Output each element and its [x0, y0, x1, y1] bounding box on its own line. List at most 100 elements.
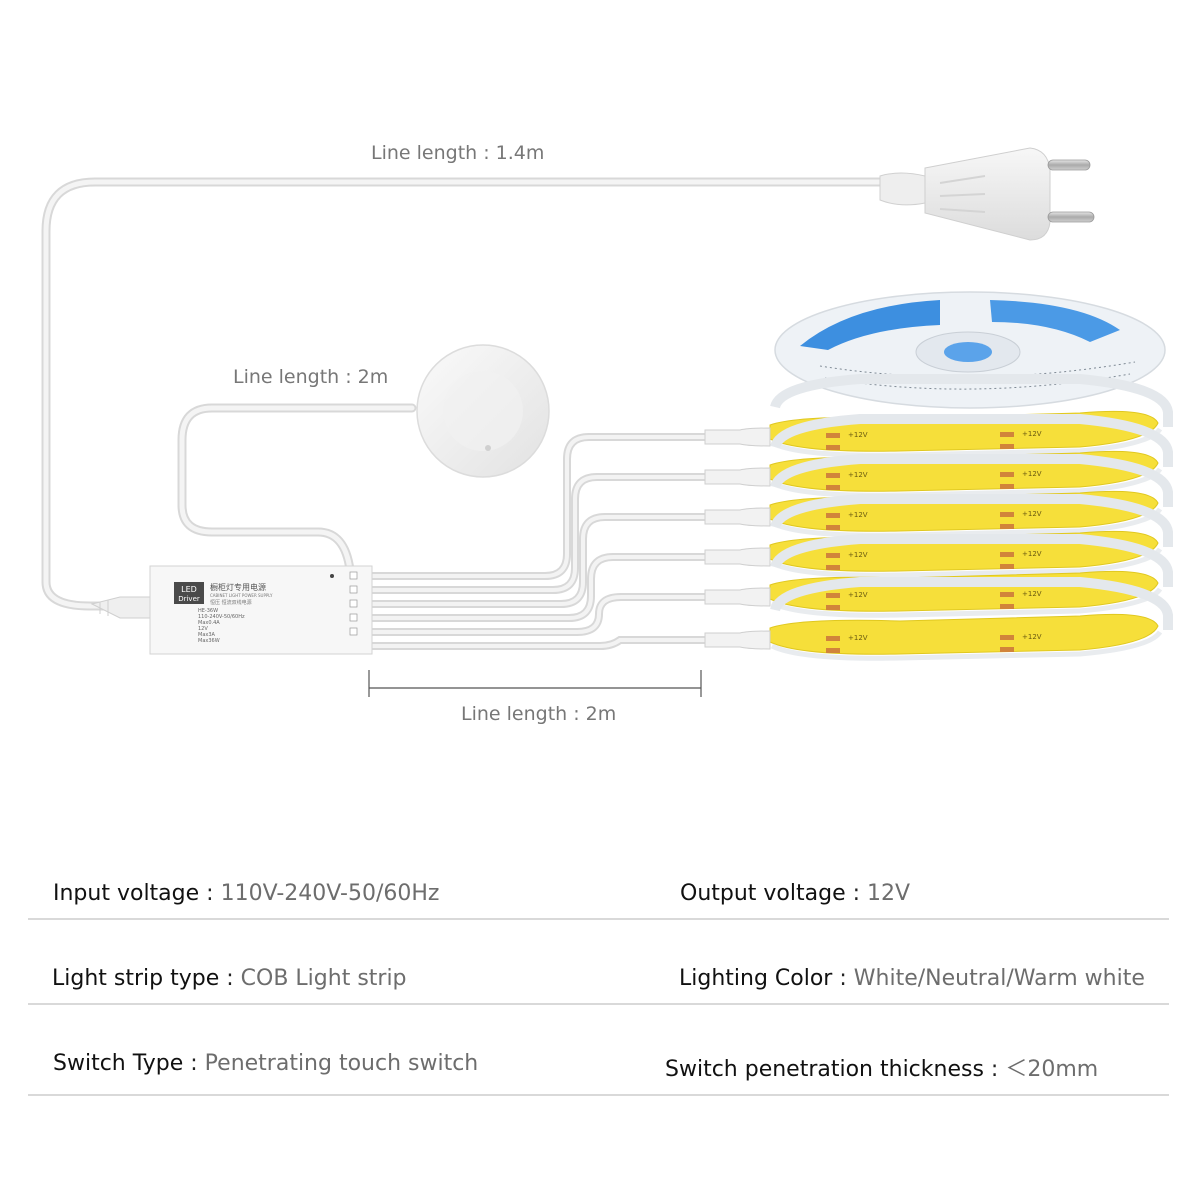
strip-connector	[704, 427, 771, 447]
strip-marking: +12V	[1022, 550, 1042, 558]
spec-value: Penetrating touch switch	[204, 1051, 479, 1076]
driver-logo-line2: Driver	[178, 595, 200, 603]
strip-marking: +12V	[1022, 590, 1042, 598]
spec-separator: :	[832, 966, 854, 991]
strip-connector	[704, 630, 771, 650]
spec-value: ＜20mm	[1005, 1057, 1099, 1082]
spec-separator: :	[845, 881, 868, 906]
spec-row: Switch Type : Penetrating touch switch S…	[28, 1012, 1169, 1096]
strip-edge	[770, 630, 1163, 661]
strip-marking: +12V	[848, 511, 868, 519]
copper-pad	[826, 485, 840, 490]
strip-coil-rim	[770, 414, 1173, 467]
strip-marking: +12V	[848, 591, 868, 599]
spec-input-voltage: Input voltage : 110V-240V-50/60Hz	[53, 881, 439, 906]
copper-pad	[826, 636, 840, 641]
copper-pad	[826, 553, 840, 558]
cob-strip	[769, 613, 1159, 655]
dimension-line	[368, 670, 702, 697]
driver-title-cn: 橱柜灯专用电源	[210, 582, 266, 592]
strip-coil-rim	[770, 494, 1173, 547]
spec-separator: :	[983, 1057, 1006, 1082]
power-cable	[41, 177, 905, 611]
driver-output-power: Max36W	[198, 638, 220, 644]
strip-marking: +12V	[1022, 470, 1042, 478]
copper-pad	[1000, 512, 1014, 517]
spec-key: Lighting Color	[679, 966, 833, 991]
driver-logo-line1: LED	[181, 585, 197, 594]
copper-pad	[1000, 564, 1014, 569]
led-driver-box: LED Driver 橱柜灯专用电源 CABINET LIGHT POWER S…	[90, 565, 373, 655]
copper-pad	[1000, 592, 1014, 597]
row-divider	[28, 1003, 1169, 1005]
copper-pad	[826, 525, 840, 530]
spec-separator: :	[219, 966, 241, 991]
driver-input-current: Max0.4A	[198, 620, 220, 626]
row-divider	[28, 1094, 1169, 1096]
strip-marking: +12V	[1022, 430, 1042, 438]
strip-connector	[704, 467, 771, 487]
spec-switch-type: Switch Type : Penetrating touch switch	[53, 1051, 478, 1076]
sensor-cable-length-label: Line length : 2m	[233, 366, 389, 388]
copper-pad	[1000, 635, 1014, 640]
spec-separator: :	[183, 1051, 205, 1076]
copper-pad	[826, 513, 840, 518]
spec-light-strip-type: Light strip type : COB Light strip	[52, 966, 407, 991]
copper-pad	[826, 565, 840, 570]
strip-coil-rim	[770, 577, 1173, 630]
spec-key: Output voltage	[680, 881, 846, 906]
sensor-cable	[177, 403, 417, 575]
spec-value: 12V	[867, 881, 911, 906]
led-strip-reel	[774, 291, 1166, 409]
strip-connector	[704, 547, 771, 567]
spec-output-voltage: Output voltage : 12V	[680, 881, 910, 906]
strip-marking: +12V	[848, 551, 868, 559]
copper-pad	[1000, 524, 1014, 529]
spec-key: Switch penetration thickness	[665, 1057, 984, 1082]
copper-pad	[826, 445, 840, 450]
strip-marking: +12V	[848, 634, 868, 642]
copper-pad	[826, 648, 840, 653]
copper-pad	[826, 605, 840, 610]
copper-pad	[1000, 604, 1014, 609]
driver-subtitle-cn: 恒压 恒流双线电源	[210, 599, 252, 606]
driver-output-current: Max3A	[198, 632, 216, 638]
strip-connector	[704, 587, 771, 607]
strip-marking: +12V	[1022, 510, 1042, 518]
spec-value: 110V-240V-50/60Hz	[220, 881, 440, 906]
row-divider	[28, 918, 1169, 920]
strip-coil-rim	[770, 534, 1173, 587]
spec-key: Light strip type	[52, 966, 220, 991]
copper-pad	[1000, 432, 1014, 437]
copper-pad	[826, 433, 840, 438]
eu-plug	[879, 147, 1095, 241]
spec-key: Switch Type	[53, 1051, 184, 1076]
spec-row: Light strip type : COB Light strip Light…	[28, 921, 1169, 1005]
copper-pad	[1000, 484, 1014, 489]
strip-coil-rim	[770, 374, 1173, 427]
output-cables	[372, 433, 705, 650]
led-strips: +12V +12V +12V +12V +12V +12V +12V +12V +12V +12V…	[704, 374, 1173, 661]
touch-sensor-switch	[416, 344, 550, 478]
driver-model: HE-36W	[198, 608, 218, 614]
spec-key: Input voltage	[53, 881, 200, 906]
copper-pad	[826, 593, 840, 598]
copper-pad	[1000, 472, 1014, 477]
strip-marking: +12V	[848, 471, 868, 479]
spec-value: White/Neutral/Warm white	[853, 966, 1145, 991]
driver-title-en: CABINET LIGHT POWER SUPPLY	[210, 593, 273, 598]
driver-output-voltage: 12V	[198, 626, 208, 632]
strip-marking: +12V	[1022, 633, 1042, 641]
strip-marking: +12V	[848, 431, 868, 439]
output-cable-length-label: Line length : 2m	[461, 703, 617, 725]
copper-pad	[1000, 552, 1014, 557]
copper-pad	[1000, 444, 1014, 449]
spec-row: Input voltage : 110V-240V-50/60Hz Output…	[28, 836, 1169, 920]
copper-pad	[1000, 647, 1014, 652]
strip-coil-rim	[770, 454, 1173, 507]
spec-separator: :	[199, 881, 221, 906]
strip-connector	[704, 507, 771, 527]
spec-switch-penetration-thickness: Switch penetration thickness : ＜20mm	[665, 1051, 1098, 1083]
spec-lighting-color: Lighting Color : White/Neutral/Warm whit…	[679, 966, 1145, 991]
